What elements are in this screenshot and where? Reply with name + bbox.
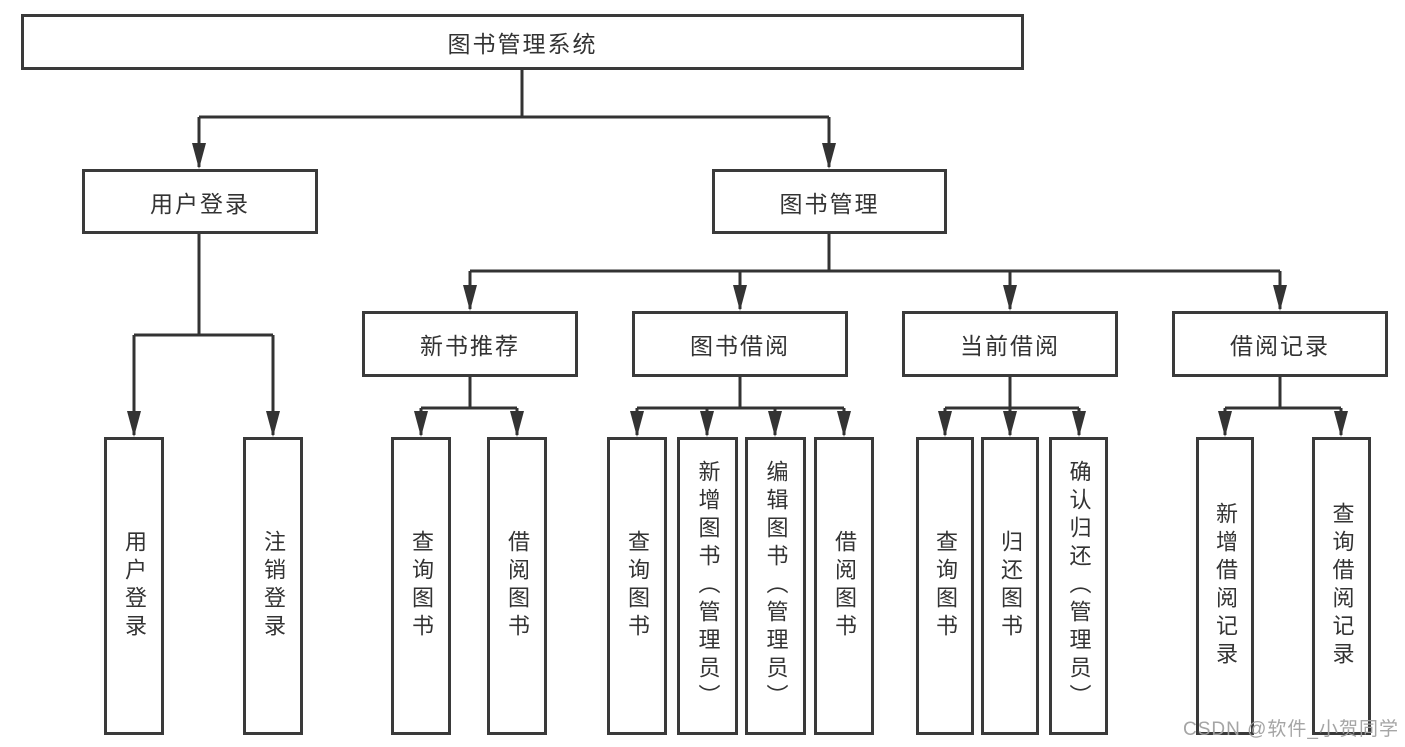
node-current-borrowing: 当前借阅 xyxy=(902,311,1118,377)
leaf-logout-login: 注销登录 xyxy=(243,437,303,735)
connector-new-book-recommendation xyxy=(414,377,524,437)
leaf-cb-confirm-return-admin: 确认归还（管理员） xyxy=(1049,437,1108,735)
connector-borrowing-records xyxy=(1218,377,1348,437)
leaf-bb-borrow-books: 借阅图书 xyxy=(814,437,874,735)
node-book-management: 图书管理 xyxy=(712,169,947,234)
csdn-watermark: CSDN @软件_小贺同学 xyxy=(1183,719,1399,740)
leaf-cb-return-books: 归还图书 xyxy=(981,437,1039,735)
node-book-borrowing: 图书借阅 xyxy=(632,311,848,377)
node-user-login: 用户登录 xyxy=(82,169,318,234)
leaf-nbr-query-books: 查询图书 xyxy=(391,437,451,735)
node-borrowing-records: 借阅记录 xyxy=(1172,311,1388,377)
node-new-book-recommendation: 新书推荐 xyxy=(362,311,578,377)
leaf-br-add-record: 新增借阅记录 xyxy=(1196,437,1254,735)
connector-user-login xyxy=(127,233,280,437)
connector-current-borrowing xyxy=(938,377,1086,437)
leaf-cb-query-books: 查询图书 xyxy=(916,437,974,735)
leaf-user-login: 用户登录 xyxy=(104,437,164,735)
connector-root xyxy=(192,69,836,169)
node-library-management-system: 图书管理系统 xyxy=(21,14,1024,70)
leaf-br-query-record: 查询借阅记录 xyxy=(1312,437,1371,735)
connector-book-borrowing xyxy=(630,377,851,437)
leaf-bb-add-books-admin: 新增图书（管理员） xyxy=(677,437,738,735)
leaf-bb-query-books: 查询图书 xyxy=(607,437,667,735)
leaf-nbr-borrow-books: 借阅图书 xyxy=(487,437,547,735)
leaf-bb-edit-books-admin: 编辑图书（管理员） xyxy=(745,437,806,735)
connector-book-management xyxy=(463,234,1287,311)
